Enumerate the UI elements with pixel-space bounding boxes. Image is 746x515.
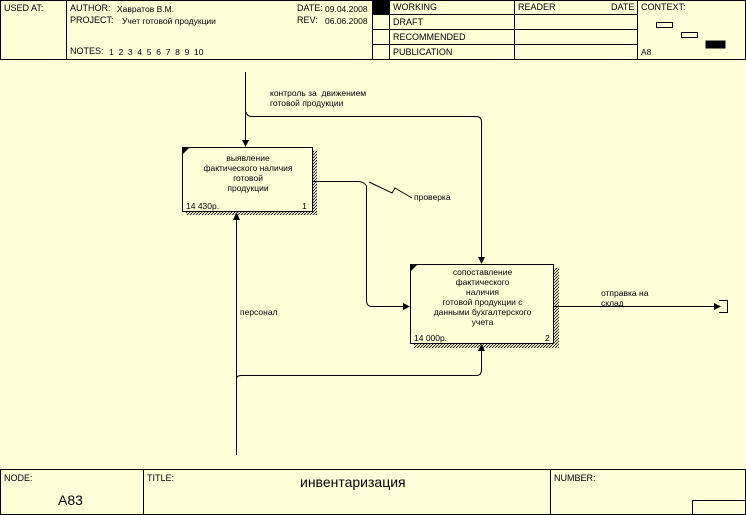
box2-label: сопоставление фактического наличия готов… — [411, 267, 554, 327]
box2-number: 2 — [545, 333, 550, 343]
check-label: проверка — [414, 192, 451, 202]
author-label: AUTHOR: — [70, 3, 111, 13]
box1-label: выявление фактического наличия готовой п… — [183, 153, 313, 193]
arrowhead-transfer — [403, 303, 410, 310]
arrowhead-personnel-box2 — [478, 344, 485, 351]
box2-corner-mark — [411, 265, 417, 271]
diagram-title: инвентаризация — [300, 474, 406, 490]
project-label: PROJECT: — [70, 15, 114, 25]
author-value: Хавратов В.М. — [117, 4, 175, 14]
arrowhead-control-box1 — [242, 140, 249, 147]
activity-box-1[interactable] — [182, 147, 313, 212]
box2-line: учета — [471, 317, 494, 327]
node-value: A83 — [58, 492, 83, 508]
box2-line: сопоставление — [452, 267, 513, 277]
reader-label: READER — [518, 2, 556, 12]
check-squiggle — [368, 181, 413, 199]
node-label: NODE: — [4, 473, 33, 483]
notes-label: NOTES: — [70, 46, 104, 56]
arrowhead-personnel-box1 — [233, 212, 240, 220]
rev-label: REV: — [297, 15, 318, 25]
tunnel-bracket-icon — [719, 300, 728, 313]
arrowhead-output — [714, 303, 721, 310]
box2-cost: 14 000р. — [414, 333, 448, 343]
control-label: контроль за движением готовой продукции — [270, 88, 366, 108]
box2-line: данными бухгалтерского — [433, 307, 532, 317]
box2-line: наличия — [466, 287, 499, 297]
context-label: CONTEXT: — [641, 2, 686, 12]
project-value: Учет готовой продукции — [122, 16, 216, 26]
box1-line: выявление — [226, 153, 270, 163]
status-recommended: RECOMMENDED — [393, 32, 466, 42]
box1-line: фактического наличия — [203, 163, 293, 173]
personnel-arrow-box2[interactable] — [236, 351, 482, 380]
status-working: WORKING — [393, 2, 437, 12]
reader-date-label: DATE — [611, 2, 635, 12]
box1-line: продукции — [227, 183, 269, 193]
box1-corner-mark — [183, 148, 189, 154]
title-label: TITLE: — [147, 473, 175, 483]
control-arrow-box2[interactable] — [245, 111, 482, 257]
status-publication: PUBLICATION — [393, 47, 453, 57]
context-thumbnail — [656, 22, 726, 49]
arrowhead-control-box2 — [478, 257, 485, 264]
output-label: отправка на склад — [601, 288, 648, 308]
used-at-label: USED AT: — [4, 3, 44, 13]
control-label-line: контроль за движением — [270, 88, 367, 98]
output-label-line: склад — [601, 298, 624, 308]
control-label-line: готовой продукции — [270, 98, 344, 108]
notes-value: 1 2 3 4 5 6 7 8 9 10 — [109, 47, 204, 57]
box1-number: 1 — [302, 201, 307, 211]
number-label: NUMBER: — [554, 473, 596, 483]
date-label: DATE: — [297, 3, 323, 13]
context-node: A8 — [641, 47, 652, 57]
box1-cost: 14 430р. — [186, 201, 220, 211]
rev-value: 06.06.2008 — [325, 16, 368, 26]
box2-line: готовой продукции с — [442, 297, 523, 307]
activity-box-2[interactable] — [410, 264, 554, 344]
personnel-label: персонал — [240, 307, 278, 317]
date-value: 09.04.2008 — [325, 4, 368, 14]
box2-line: фактического — [455, 277, 510, 287]
status-draft: DRAFT — [393, 17, 423, 27]
working-status-marker — [373, 1, 389, 14]
transfer-arrow[interactable] — [313, 181, 403, 307]
output-label-line: отправка на — [601, 288, 649, 298]
box1-line: готовой — [233, 173, 263, 183]
